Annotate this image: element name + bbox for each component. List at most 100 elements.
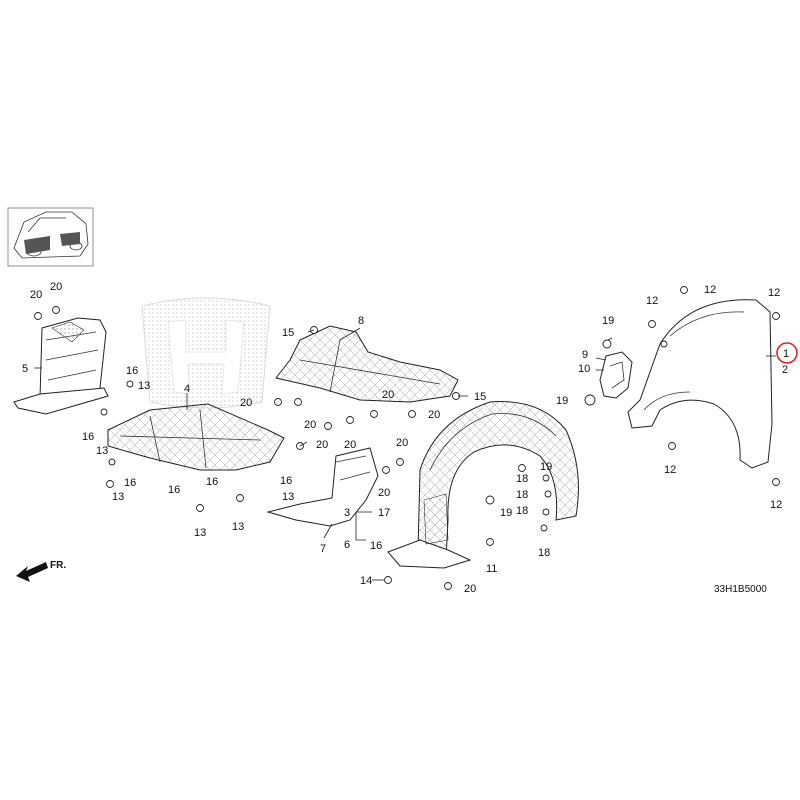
callout-14: 14: [360, 575, 372, 587]
callout-5: 5: [22, 363, 28, 375]
fastener: [34, 312, 42, 320]
callout-12: 12: [768, 287, 780, 299]
leader-lines: [34, 327, 776, 581]
part-7-bracket: [266, 447, 379, 527]
fastener: [236, 494, 244, 502]
fastener: [544, 490, 552, 498]
fastener: [396, 458, 404, 466]
callout-13: 13: [112, 491, 124, 503]
callout-4: 4: [184, 383, 190, 395]
part-8-upper-panel: [275, 325, 459, 403]
part-3-fender-liner: [387, 401, 579, 569]
part-5-splash-guard: [13, 317, 109, 415]
callout-11: 11: [486, 563, 497, 575]
callout-6: 6: [344, 539, 350, 551]
callout-20: 20: [304, 419, 316, 431]
direction-label: FR.: [50, 560, 66, 571]
fastener: [772, 312, 780, 320]
callout-19: 19: [556, 395, 568, 407]
fastener: [444, 582, 452, 590]
callout-19: 19: [540, 461, 552, 473]
fastener: [324, 422, 332, 430]
callout-16: 16: [280, 475, 292, 487]
callout-2: 2: [782, 364, 788, 376]
callout-15: 15: [282, 327, 294, 339]
callout-16: 16: [206, 476, 218, 488]
fastener: [540, 524, 548, 532]
callout-20: 20: [396, 437, 408, 449]
fastener: [382, 466, 390, 474]
fastener: [668, 442, 676, 450]
fastener: [346, 416, 354, 424]
callout-20: 20: [464, 583, 476, 595]
callout-20: 20: [428, 409, 440, 421]
fastener: [518, 464, 526, 472]
callout-15: 15: [474, 391, 486, 403]
fastener: [486, 538, 494, 546]
callout-20: 20: [382, 389, 394, 401]
callout-20: 20: [50, 281, 62, 293]
callout-13: 13: [194, 527, 206, 539]
fastener: [294, 398, 302, 406]
callout-16: 16: [82, 431, 94, 443]
callout-1: 1: [783, 348, 789, 360]
callout-21: 20: [316, 439, 328, 451]
callout-labels: 1 2 3 4 5 6 7 8 9 10 11 12 12 12 12 12 1…: [22, 281, 789, 595]
fastener: [542, 474, 550, 482]
fastener: [274, 398, 282, 406]
front-direction-arrow: FR.: [16, 560, 66, 582]
callout-19: 19: [500, 507, 512, 519]
callout-16: 16: [168, 484, 180, 496]
fastener: [648, 320, 656, 328]
fastener: [196, 504, 204, 512]
callout-18: 18: [516, 473, 528, 485]
callout-20: 20: [344, 439, 356, 451]
callout-12: 12: [646, 295, 658, 307]
fastener: [106, 480, 114, 488]
callout-9: 9: [582, 349, 588, 361]
callout-19: 19: [602, 315, 614, 327]
fastener: [680, 286, 688, 294]
callout-20: 20: [378, 487, 390, 499]
callout-8: 8: [358, 315, 364, 327]
diagram-code: 33H1B5000: [714, 584, 767, 595]
callout-3: 3: [344, 507, 350, 519]
callout-12: 12: [770, 499, 782, 511]
fastener: [370, 410, 378, 418]
callout-13: 13: [138, 380, 150, 392]
part-9-bracket: [599, 339, 633, 399]
fastener: [772, 478, 780, 486]
callout-13: 13: [232, 521, 244, 533]
highlight-ring: [776, 342, 798, 364]
fastener: [100, 408, 108, 416]
fastener: [108, 458, 116, 466]
fastener: [408, 410, 416, 418]
fastener: [485, 495, 495, 505]
callout-7: 7: [320, 543, 326, 555]
fastener: [384, 576, 392, 584]
callout-18: 18: [516, 505, 528, 517]
callout-16: 16: [124, 477, 136, 489]
brand-watermark: [141, 297, 271, 409]
callout-16: 16: [370, 540, 382, 552]
callout-17: 17: [378, 507, 390, 519]
callout-18: 18: [538, 547, 550, 559]
callout-13: 13: [96, 445, 108, 457]
callout-12: 12: [704, 284, 716, 296]
callout-20: 20: [30, 289, 42, 301]
fastener: [542, 508, 550, 516]
fasteners: [34, 286, 780, 590]
fastener: [52, 306, 60, 314]
fastener: [584, 394, 596, 406]
part-1-fender: [627, 299, 773, 469]
callout-18: 18: [516, 489, 528, 501]
callout-20: 20: [240, 397, 252, 409]
vehicle-location-thumbnail: [7, 207, 94, 267]
callout-16: 16: [126, 365, 138, 377]
fastener: [126, 380, 134, 388]
part-4-undercover: [107, 403, 285, 471]
callout-10: 10: [578, 363, 590, 375]
callout-12: 12: [664, 464, 676, 476]
